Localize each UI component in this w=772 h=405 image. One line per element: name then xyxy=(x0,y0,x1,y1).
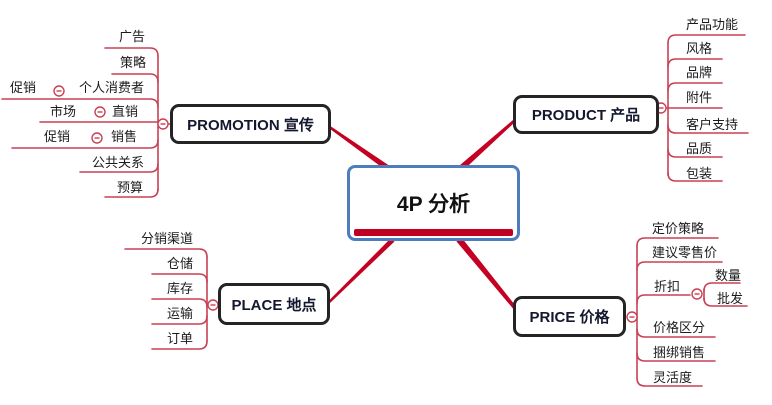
minus-circle-icon-place[interactable] xyxy=(207,299,219,311)
price-subtopic-msrp[interactable]: 建议零售价 xyxy=(652,245,718,260)
branch-promotion xyxy=(328,125,389,170)
branch-place xyxy=(328,238,395,304)
product-subtopic-style[interactable]: 风格 xyxy=(686,41,713,56)
promotion-subtopic-pr[interactable]: 公共关系 xyxy=(91,155,144,170)
main-topic-place[interactable]: PLACE 地点 xyxy=(218,283,330,325)
place-subtopic-warehouse[interactable]: 仓储 xyxy=(166,256,193,271)
place-lines xyxy=(124,248,218,350)
price-subtopic-flexibility[interactable]: 灵活度 xyxy=(653,370,693,385)
product-subtopic-quality[interactable]: 品质 xyxy=(686,141,713,156)
product-subtopic-function[interactable]: 产品功能 xyxy=(686,17,739,32)
product-subtopic-brand[interactable]: 品牌 xyxy=(686,65,713,80)
place-subtopic-inventory[interactable]: 库存 xyxy=(166,281,193,296)
promotion-subtopic-budget[interactable]: 预算 xyxy=(116,180,143,195)
price-subsub-quantity[interactable]: 数量 xyxy=(715,268,742,283)
place-subtopic-channel[interactable]: 分销渠道 xyxy=(140,231,193,246)
promotion-subsub-consumer-promo[interactable]: 促销 xyxy=(9,80,36,95)
minus-circle-icon-discount[interactable] xyxy=(691,288,703,300)
central-topic[interactable]: 4P 分析 xyxy=(347,165,520,241)
price-subsub-wholesale[interactable]: 批发 xyxy=(717,291,744,306)
price-subtopic-bundle[interactable]: 捆绑销售 xyxy=(653,345,706,360)
promotion-lines xyxy=(1,47,171,198)
price-subtopic-discount[interactable]: 折扣 xyxy=(654,279,681,294)
main-topic-promotion[interactable]: PROMOTION 宣传 xyxy=(170,104,331,144)
main-topic-product-label: PRODUCT 产品 xyxy=(531,107,641,124)
place-subtopic-order[interactable]: 订单 xyxy=(166,331,193,346)
promotion-subtopic-direct[interactable]: 直销 xyxy=(111,104,138,119)
main-topic-product[interactable]: PRODUCT 产品 xyxy=(513,95,659,134)
product-lines xyxy=(656,34,749,182)
promotion-subsub-sales-promo[interactable]: 促销 xyxy=(43,129,70,144)
place-subtopic-transport[interactable]: 运输 xyxy=(166,306,193,321)
product-subtopic-support[interactable]: 客户支持 xyxy=(686,117,739,132)
promotion-subtopic-ad[interactable]: 广告 xyxy=(118,29,145,44)
promotion-subtopic-consumer[interactable]: 个人消费者 xyxy=(78,80,144,95)
branch-product xyxy=(459,114,521,170)
price-subtopic-segmentation[interactable]: 价格区分 xyxy=(653,320,706,335)
main-topic-price[interactable]: PRICE 价格 xyxy=(513,296,626,337)
promotion-subsub-market[interactable]: 市场 xyxy=(49,104,76,119)
promotion-subtopic-sales[interactable]: 销售 xyxy=(110,129,137,144)
minus-circle-icon-consumer[interactable] xyxy=(53,85,65,97)
minus-circle-icon-sales[interactable] xyxy=(91,132,103,144)
minus-circle-icon-price[interactable] xyxy=(626,311,638,323)
collapse-toggles xyxy=(53,85,703,323)
minus-circle-icon-direct-sales[interactable] xyxy=(94,106,106,118)
center-underline-bar xyxy=(354,229,513,236)
branch-price xyxy=(456,237,521,315)
main-topic-promotion-label: PROMOTION 宣传 xyxy=(187,116,314,134)
central-topic-label: 4P 分析 xyxy=(396,193,471,216)
minus-circle-icon-promotion[interactable] xyxy=(157,118,169,130)
subtopic-lines xyxy=(1,34,749,387)
main-topic-place-label: PLACE 地点 xyxy=(231,296,317,314)
main-topic-price-label: PRICE 价格 xyxy=(529,309,610,326)
product-subtopic-package[interactable]: 包装 xyxy=(686,166,713,181)
price-lines xyxy=(627,237,748,387)
price-subtopic-pricing-strategy[interactable]: 定价策略 xyxy=(652,221,705,236)
main-branches xyxy=(328,114,521,315)
promotion-subtopic-strategy[interactable]: 策略 xyxy=(119,55,146,70)
product-subtopic-addon[interactable]: 附件 xyxy=(686,90,713,105)
